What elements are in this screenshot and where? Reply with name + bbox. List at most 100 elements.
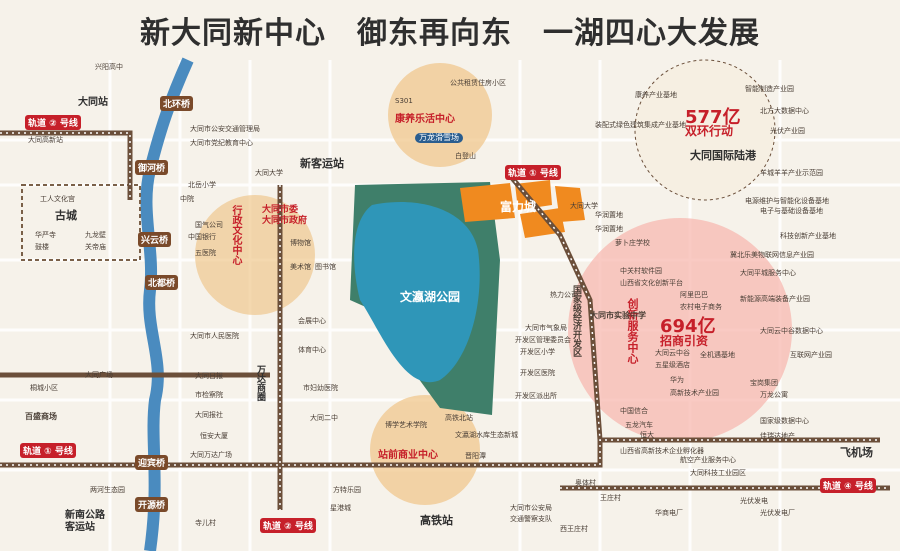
poi: 科技创新产业基地 bbox=[780, 232, 836, 240]
poi: 华商电厂 bbox=[655, 509, 683, 517]
zhanqian-label: 站前商业中心 bbox=[378, 450, 438, 461]
rail-line-1-west[interactable]: 轨道 ① 号线 bbox=[20, 443, 76, 458]
poi: 热力公司 bbox=[550, 291, 578, 299]
poi: 山西省高新技术企业孵化器 bbox=[620, 447, 704, 455]
poi: 大同云中谷 bbox=[655, 349, 690, 357]
poi: 大同万达广场 bbox=[190, 451, 232, 459]
rail-line-2-north[interactable]: 轨道 ② 号线 bbox=[25, 115, 81, 130]
poi: 体育中心 bbox=[298, 346, 326, 354]
poi: 电子与基础设备基地 bbox=[760, 207, 823, 215]
huanxing-label: 双环行动 bbox=[685, 124, 734, 138]
poi: 华为 bbox=[670, 376, 684, 384]
poi: 五龙汽车 bbox=[625, 421, 653, 429]
poi: 公共租赁住房小区 bbox=[450, 79, 506, 87]
poi: 五星级酒店 bbox=[655, 361, 690, 369]
rail-line-2-south[interactable]: 轨道 ② 号线 bbox=[260, 518, 316, 533]
poi: 华润置地 bbox=[595, 211, 623, 219]
poi: 鼓楼 bbox=[35, 243, 49, 251]
poi: 电源维护与智能化设备基地 bbox=[745, 197, 829, 205]
poi: 美术馆 bbox=[290, 263, 311, 271]
poi: 大同云中谷数据中心 bbox=[760, 327, 823, 335]
kangyang-circle bbox=[388, 63, 492, 167]
poi: 大同报社 bbox=[195, 411, 223, 419]
poi: 光伏发电厂 bbox=[760, 509, 795, 517]
poi: 恒安大厦 bbox=[200, 432, 228, 440]
poi: 高新技术产业园 bbox=[670, 389, 719, 397]
datong-station: 大同站 bbox=[78, 97, 108, 108]
poi: 工人文化宫 bbox=[40, 195, 75, 203]
poi: 光伏发电 bbox=[740, 497, 768, 505]
poi: 两河生态园 bbox=[90, 486, 125, 494]
gate-xingyun: 兴云桥 bbox=[138, 232, 172, 247]
wanlong-label[interactable]: 万龙滑雪场 bbox=[415, 133, 463, 143]
poi: 交通警察支队 bbox=[510, 515, 552, 523]
chuangxin-circle bbox=[568, 218, 792, 442]
poi: 新能源高端装备产业园 bbox=[740, 295, 810, 303]
poi: 国家级数据中心 bbox=[760, 417, 809, 425]
poi: 全机遇基地 bbox=[700, 351, 735, 359]
poi: 王庄村 bbox=[600, 494, 621, 502]
poi: 晋阳潭 bbox=[465, 452, 486, 460]
gucheng-wall bbox=[21, 184, 141, 261]
poi: 互联网产业园 bbox=[790, 351, 832, 359]
xingzheng-label: 行政文化中心 bbox=[230, 205, 241, 265]
rail-line-4[interactable]: 轨道 ④ 号线 bbox=[820, 478, 876, 493]
poi: 大同市人民医院 bbox=[190, 332, 239, 340]
zhaoshang-label: 招商引资 bbox=[660, 334, 709, 348]
gangkou-circle bbox=[634, 59, 776, 201]
poi: 中院 bbox=[180, 195, 194, 203]
poi: 博物馆 bbox=[290, 239, 311, 247]
poi: 康养产业基地 bbox=[635, 91, 677, 99]
poi: 阿里巴巴 bbox=[680, 291, 708, 299]
gangkou-label: 大同国际陆港 bbox=[690, 149, 756, 162]
poi: 文瀛湖水库生态新城 bbox=[455, 431, 518, 439]
poi: 中国信合 bbox=[620, 407, 648, 415]
poi: 大同大学 bbox=[255, 169, 283, 177]
poi: 北方大数据中心 bbox=[760, 107, 809, 115]
xinnan-station: 新南公路 客运站 bbox=[65, 510, 105, 533]
poi: 华润置地 bbox=[595, 225, 623, 233]
poi: 冀北乐美物联网信息产业园 bbox=[730, 251, 814, 259]
chuangxin-label: 创新服务中心 bbox=[626, 298, 639, 364]
poi: 会展中心 bbox=[298, 317, 326, 325]
poi: 图书馆 bbox=[315, 263, 336, 271]
poi: 佳瑞达地产 bbox=[760, 432, 795, 440]
poi: 西王庄村 bbox=[560, 525, 588, 533]
poi: 博学艺术学院 bbox=[385, 421, 427, 429]
poi: 国气公司 bbox=[195, 221, 223, 229]
poi: 兴阳高中 bbox=[95, 63, 123, 71]
poi: 大同市公安局 bbox=[510, 504, 552, 512]
poi: 华严寺 bbox=[35, 231, 56, 239]
poi: 星港城 bbox=[330, 504, 351, 512]
poi: 宝岗集团 bbox=[750, 379, 778, 387]
gaotie-station: 高铁站 bbox=[420, 514, 453, 527]
poi: 装配式绿色建筑集成产业基地 bbox=[595, 121, 686, 129]
gate-yuhe: 御河桥 bbox=[135, 160, 169, 175]
poi: 中关村软件园 bbox=[620, 267, 662, 275]
poi: 萝卜庄学校 bbox=[615, 239, 650, 247]
gucheng-label: 古城 bbox=[55, 209, 77, 222]
yuhe-river bbox=[140, 57, 194, 551]
poi: 方特乐园 bbox=[333, 486, 361, 494]
page-title: 新大同新中心 御东再向东 一湖四心大发展 bbox=[0, 0, 900, 60]
rail-line-1-east[interactable]: 轨道 ① 号线 bbox=[505, 165, 561, 180]
gate-yingbin: 迎宾桥 bbox=[135, 455, 169, 470]
lake-label: 文瀛湖公园 bbox=[400, 290, 461, 304]
page-title-text: 新大同新中心 御东再向东 一湖四心大发展 bbox=[140, 16, 760, 51]
poi: 大同科技工业园区 bbox=[690, 469, 746, 477]
poi: 开发区管理委员会 bbox=[515, 336, 571, 344]
amount-694: 694亿 bbox=[660, 316, 716, 337]
poi: 大同市公安交通管理局 bbox=[190, 125, 260, 133]
poi: 山西省文化创新平台 bbox=[620, 279, 683, 287]
poi: 开发区小学 bbox=[520, 348, 555, 356]
baideng-label: 白登山 bbox=[455, 152, 476, 160]
poi: 高铁北站 bbox=[445, 414, 473, 422]
poi: 开发区医院 bbox=[520, 369, 555, 377]
poi: 关帝庙 bbox=[85, 243, 106, 251]
poi: 光伏产业园 bbox=[770, 127, 805, 135]
poi: 开发区派出所 bbox=[515, 392, 557, 400]
gate-beidu: 北都桥 bbox=[145, 275, 179, 290]
gate-kaiyuan: 开源桥 bbox=[135, 497, 169, 512]
north-station: 大同高新站 bbox=[28, 136, 63, 144]
